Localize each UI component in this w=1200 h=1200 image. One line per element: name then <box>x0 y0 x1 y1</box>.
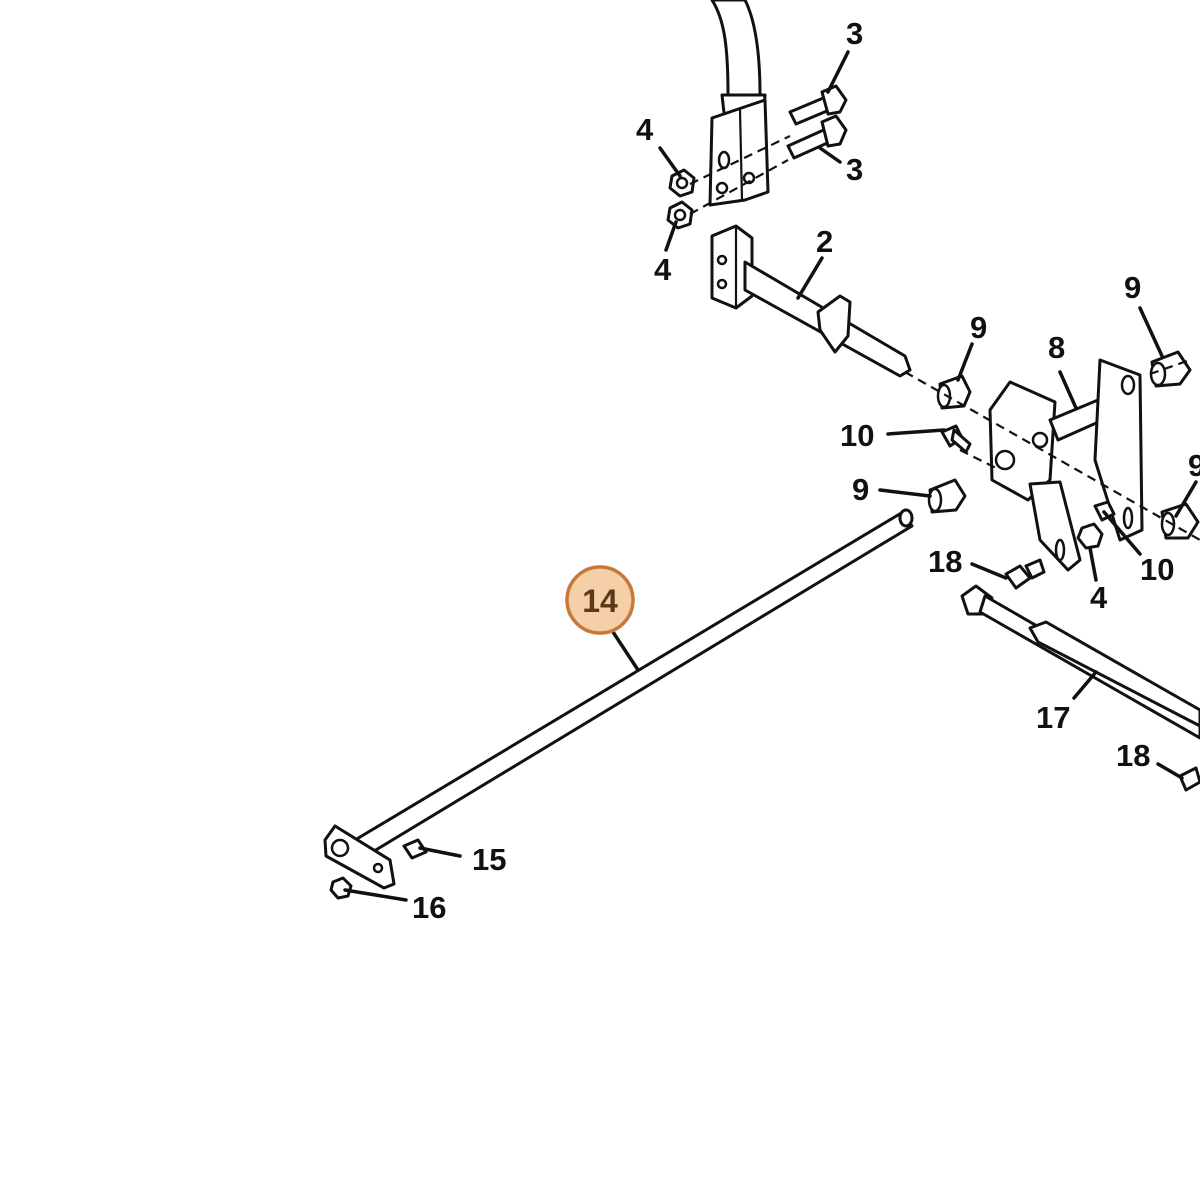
callout-10-right: 10 <box>1140 552 1174 587</box>
leader-lines <box>343 50 1198 902</box>
highlight-callout-14[interactable]: 14 <box>565 565 635 635</box>
bolt-10-left <box>940 424 972 454</box>
nut-4-right <box>1076 522 1104 550</box>
callout-2: 2 <box>816 224 833 259</box>
bushing-center <box>936 374 972 410</box>
callout-4-right: 4 <box>1090 580 1108 615</box>
bracket-assembly <box>988 358 1144 572</box>
callout-15: 15 <box>472 842 506 877</box>
bolt-lower <box>786 114 848 160</box>
fitting-18-upper <box>1004 558 1046 590</box>
nut-16 <box>329 876 353 900</box>
callout-17: 17 <box>1036 700 1070 735</box>
callout-3-lower: 3 <box>846 152 863 187</box>
callout-18-lower: 18 <box>1116 738 1150 773</box>
bushing-lower <box>927 478 967 514</box>
highlight-label[interactable]: 14 <box>582 583 618 619</box>
callout-4-lower: 4 <box>654 252 672 287</box>
nut-upper <box>668 168 696 198</box>
callout-4-upper: 4 <box>636 112 654 147</box>
cable-17 <box>960 584 1200 740</box>
bushing-upper-right <box>1149 350 1192 388</box>
highlight-circle[interactable] <box>565 565 635 635</box>
pivot-shaft <box>710 224 912 378</box>
callout-9-lower-right: 9 <box>1188 448 1200 483</box>
callout-9-lower: 9 <box>852 472 869 507</box>
fitting-18-lower <box>1178 766 1200 792</box>
callout-8: 8 <box>1048 330 1065 365</box>
nut-lower <box>666 200 694 230</box>
callout-9-center: 9 <box>970 310 987 345</box>
callout-9-upper-right: 9 <box>1124 270 1141 305</box>
callout-3-upper: 3 <box>846 16 863 51</box>
rod-14 <box>323 508 914 890</box>
callout-18-upper: 18 <box>928 544 962 579</box>
pin-15 <box>402 838 428 860</box>
callout-10-left: 10 <box>840 418 874 453</box>
handle-bar <box>708 0 770 207</box>
callout-16: 16 <box>412 890 446 925</box>
callout-labels: 3 3 4 4 2 9 8 9 10 9 9 10 4 18 17 18 15 … <box>412 16 1200 925</box>
